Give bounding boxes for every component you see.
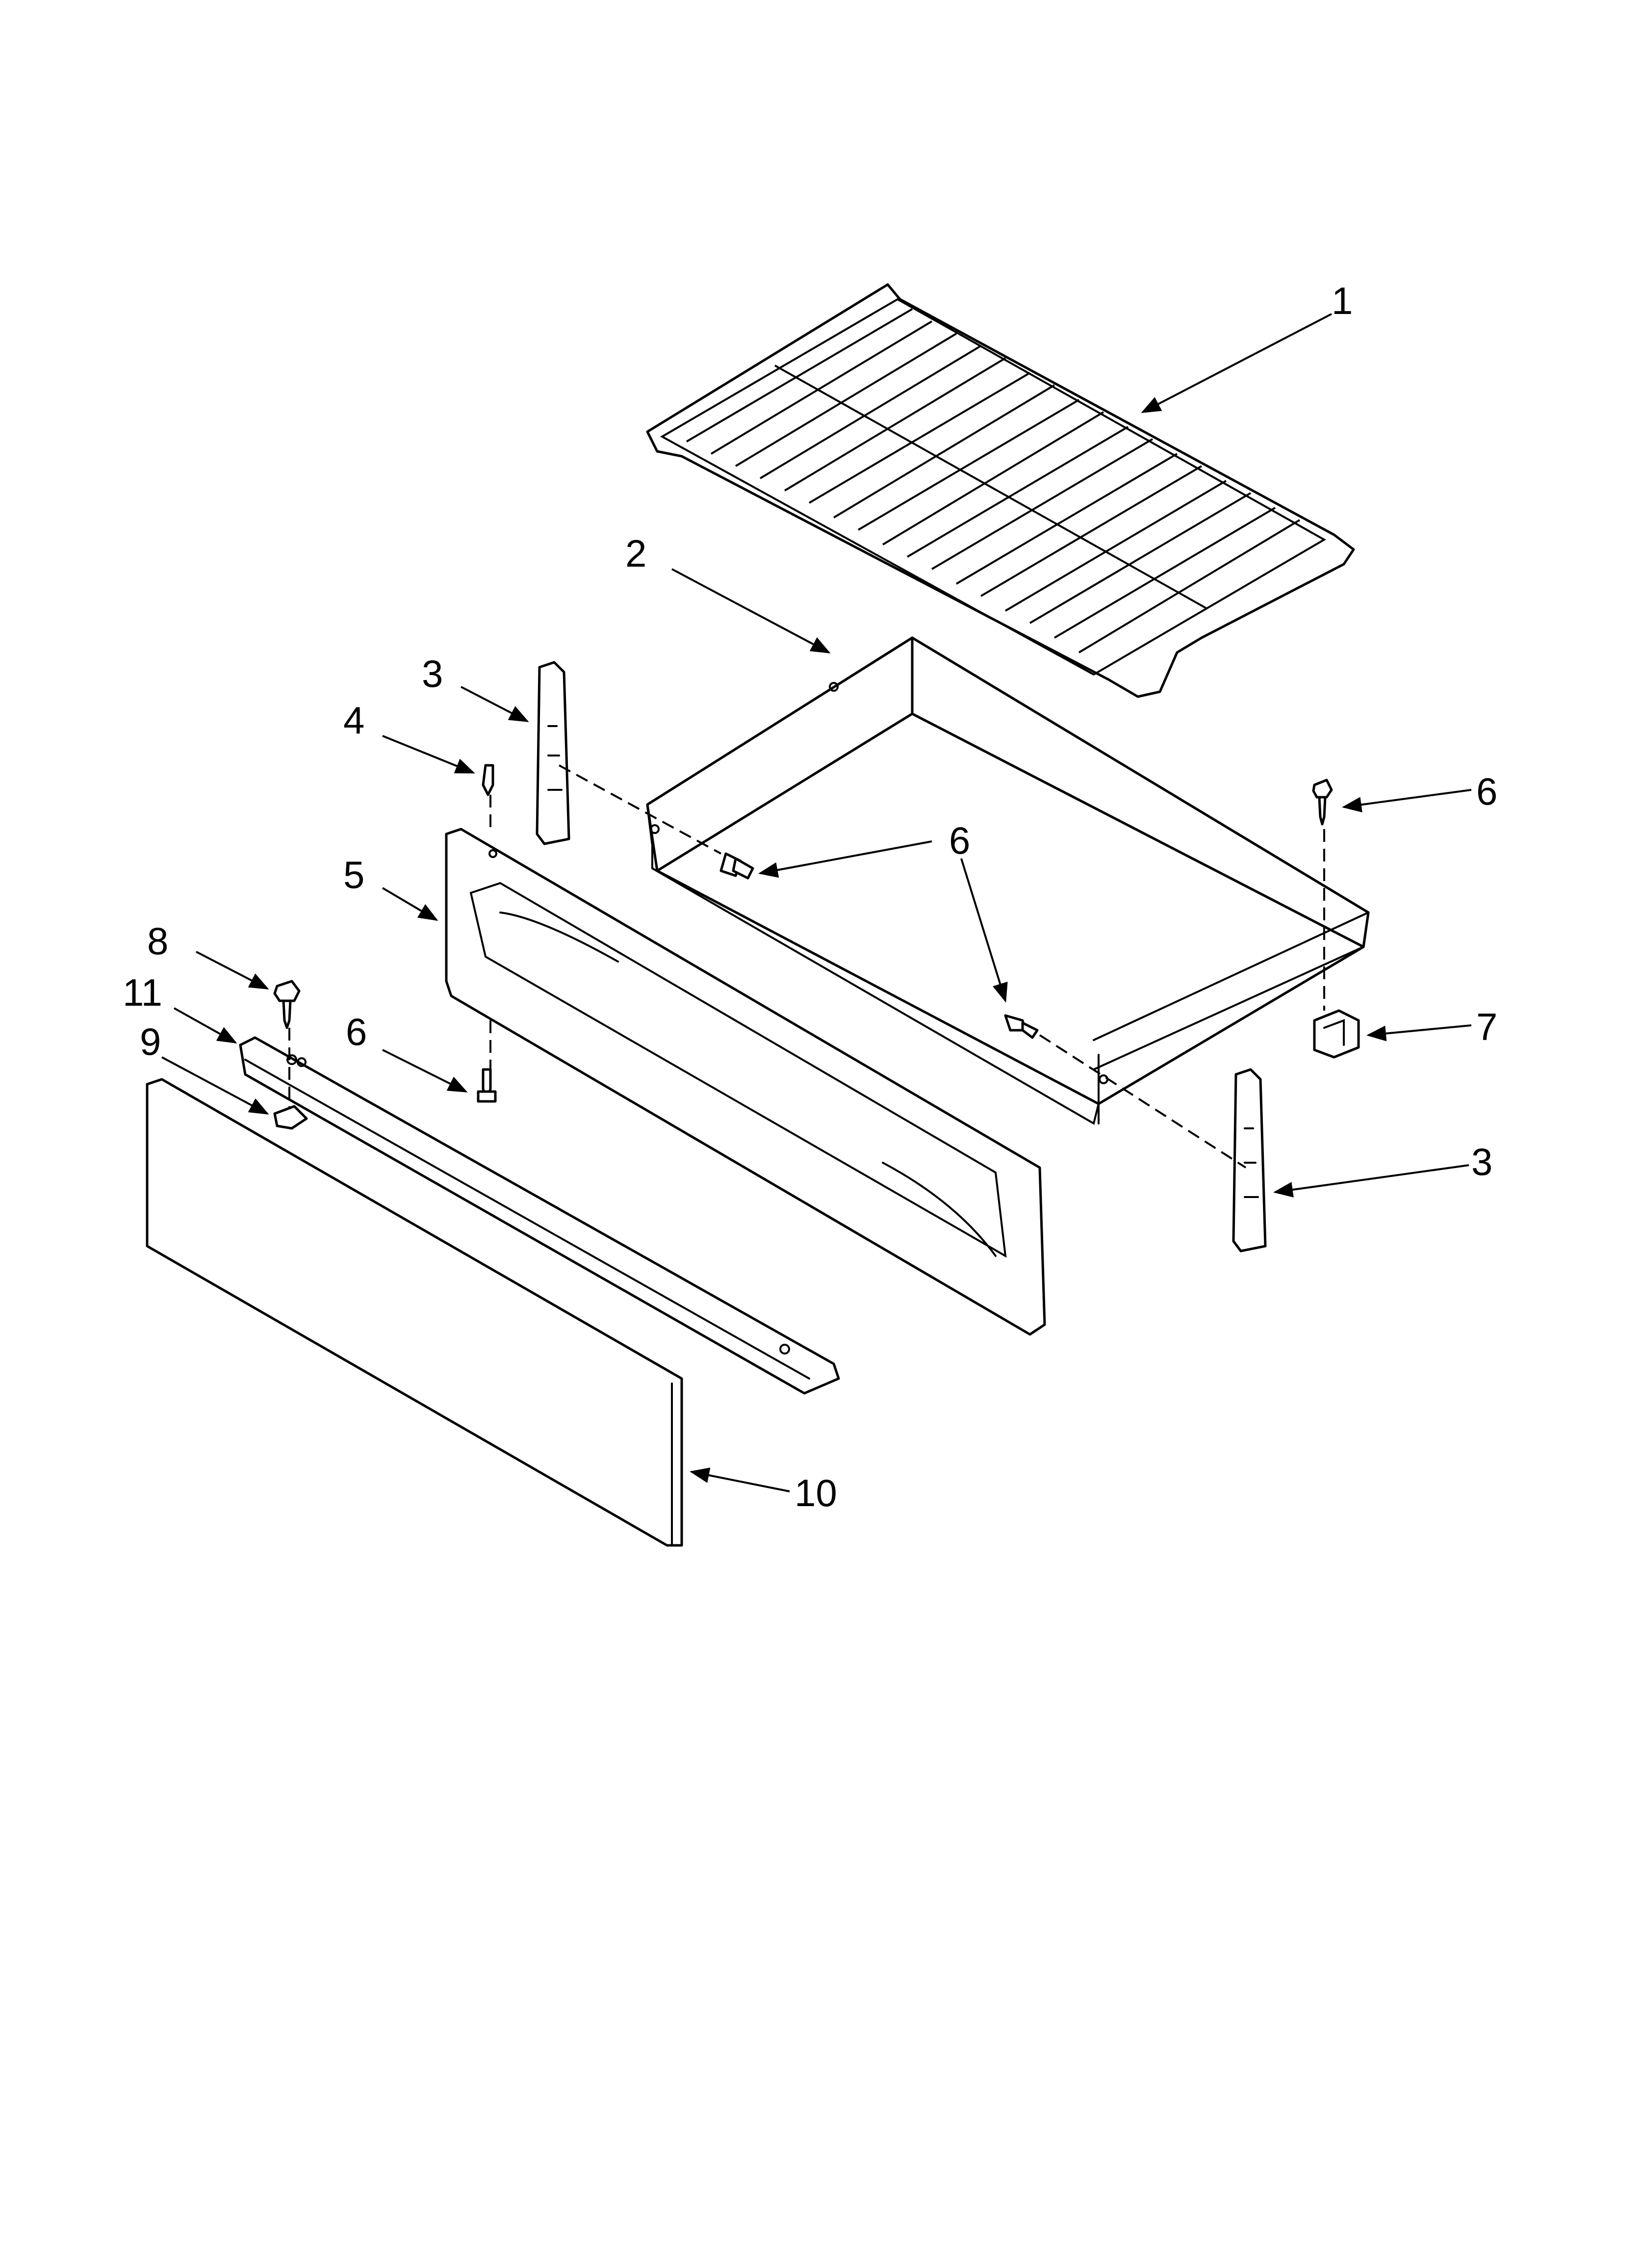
callout-6-front: 6 (346, 1010, 367, 1053)
callout-4: 4 (343, 699, 364, 742)
oven-rack (646, 283, 1355, 698)
callout-3-upper: 3 (422, 652, 443, 695)
drawer-body (646, 636, 1370, 1125)
stud (482, 764, 494, 796)
drawer-glide-right (1232, 1068, 1267, 1252)
callout-6-rack: 6 (949, 819, 970, 862)
callout-labels: 1 2 3 4 5 6 6 6 7 3 8 11 9 10 (123, 279, 1497, 1514)
leader-lines (161, 313, 1472, 1492)
callout-9: 9 (140, 1020, 161, 1063)
drawer-outer-panel (146, 1078, 683, 1547)
callout-5: 5 (343, 853, 364, 896)
screw-rack-left (719, 852, 754, 880)
callout-8: 8 (147, 919, 168, 963)
spring-clip (273, 1105, 308, 1130)
screw-rear-right (1312, 779, 1333, 826)
callout-6-rear: 6 (1476, 770, 1497, 813)
screw-drawer-right (1004, 1014, 1039, 1039)
screw-front-bottom (477, 1068, 497, 1103)
callout-2: 2 (625, 532, 646, 575)
trim-bracket (239, 1036, 840, 1395)
callout-7: 7 (1476, 1005, 1497, 1048)
callout-3-lower: 3 (1471, 1140, 1492, 1183)
alignment-lines (288, 764, 1325, 1169)
callout-10: 10 (795, 1471, 837, 1514)
drawer-glide-left (536, 661, 570, 845)
screw-trim (273, 980, 301, 1029)
callout-11: 11 (123, 971, 162, 1014)
drawer-front-panel (445, 828, 1046, 1336)
callout-1: 1 (1332, 279, 1353, 322)
clip (1313, 1009, 1360, 1059)
